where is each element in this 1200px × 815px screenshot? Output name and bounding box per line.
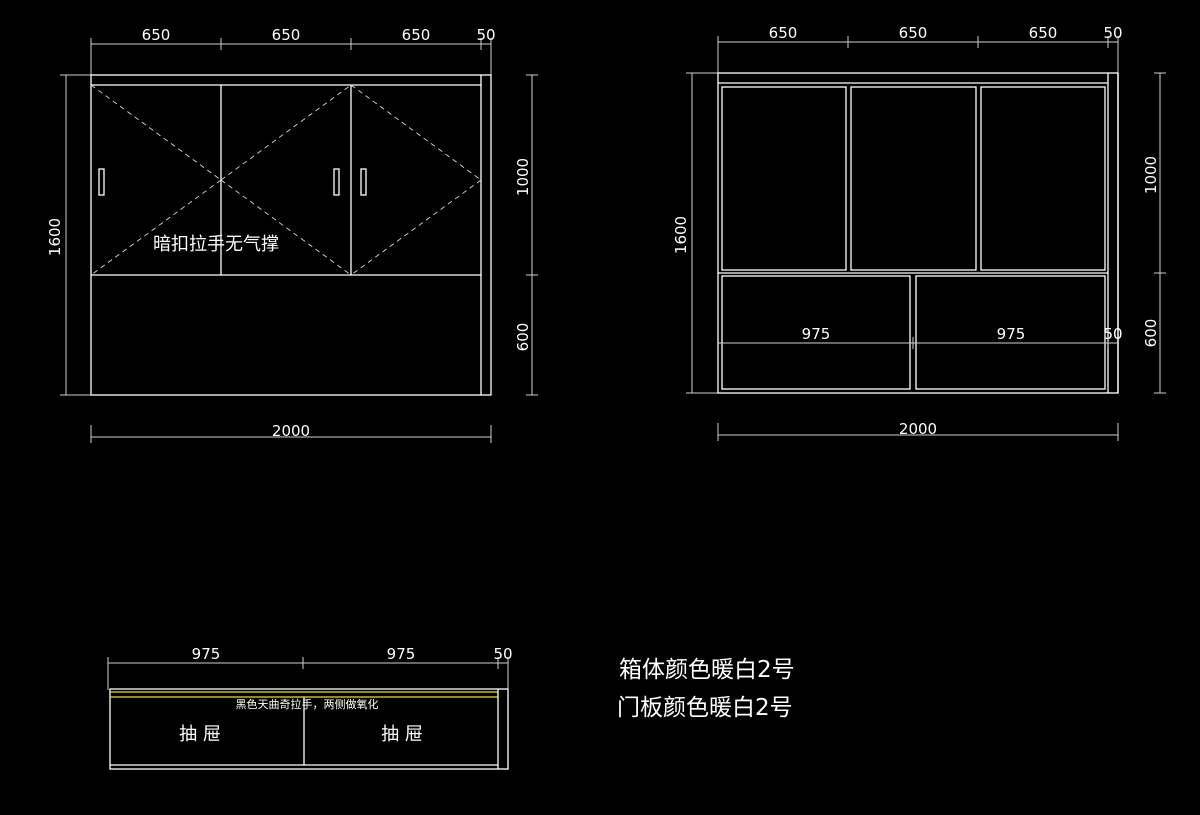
cabinet-color-note: 箱体颜色暖白2号 (619, 657, 795, 683)
handle-icon (333, 168, 340, 196)
plan-dim-975-1: 975 (192, 645, 221, 663)
left-dim-1000: 1000 (514, 158, 532, 196)
right-dim-650-3: 650 (1029, 24, 1058, 42)
plan-handle-note: 黑色天曲奇拉手，两侧做氧化 (236, 697, 379, 711)
plan-drawer-label-1: 抽 屉 (179, 724, 221, 745)
left-height-dimension: 1600 (46, 74, 91, 396)
right-dim-drawer-50: 50 (1103, 325, 1122, 343)
left-hardware-note: 暗扣拉手无气撑 (153, 234, 279, 255)
right-dim-650-2: 650 (899, 24, 928, 42)
right-dim-650-1: 650 (769, 24, 798, 42)
left-elevation: 650 650 650 50 1600 1000 600 (46, 26, 538, 443)
right-right-dimension: 1000 600 (1142, 72, 1166, 394)
plan-view: 975 975 50 黑色天曲奇拉手，两侧做氧化 抽 屉 抽 屉 (107, 645, 513, 770)
handle-icon (360, 168, 367, 196)
right-top-dimension: 650 650 650 50 (717, 24, 1123, 75)
left-door-handles (98, 168, 367, 196)
plan-dim-975-2: 975 (387, 645, 416, 663)
right-dim-1600: 1600 (672, 216, 690, 254)
plan-drawer-label-2: 抽 屉 (381, 724, 423, 745)
left-dim-600: 600 (514, 323, 532, 352)
left-dim-650-3: 650 (402, 26, 431, 44)
plan-dim-50: 50 (493, 645, 512, 663)
color-notes: 箱体颜色暖白2号 门板颜色暖白2号 (617, 657, 795, 721)
right-width-dimension: 2000 (717, 420, 1119, 441)
left-right-dimension: 1000 600 (514, 74, 538, 396)
left-dim-2000: 2000 (272, 422, 310, 440)
door-color-note: 门板颜色暖白2号 (617, 695, 793, 721)
right-dim-50: 50 (1103, 24, 1122, 42)
left-width-dimension: 2000 (90, 422, 492, 443)
left-dim-50: 50 (476, 26, 495, 44)
left-dim-650-2: 650 (272, 26, 301, 44)
right-dim-1000: 1000 (1142, 156, 1160, 194)
right-dim-2000: 2000 (899, 420, 937, 438)
right-dim-975-1: 975 (802, 325, 831, 343)
right-cabinet-body (717, 72, 1119, 394)
handle-icon (98, 168, 105, 196)
right-dim-600: 600 (1142, 319, 1160, 348)
left-dim-650-1: 650 (142, 26, 171, 44)
right-elevation: 650 650 650 50 1600 1000 600 (672, 24, 1166, 441)
left-cabinet-body (90, 74, 492, 396)
left-door-swing-lines (90, 84, 482, 276)
right-dim-975-2: 975 (997, 325, 1026, 343)
right-drawer-dimension: 975 975 50 (718, 325, 1123, 349)
right-height-dimension: 1600 (672, 72, 718, 394)
plan-drawer-body (109, 688, 509, 770)
plan-top-dimension: 975 975 50 (107, 645, 513, 690)
left-dim-1600: 1600 (46, 218, 64, 256)
left-top-dimension: 650 650 650 50 (90, 26, 496, 80)
